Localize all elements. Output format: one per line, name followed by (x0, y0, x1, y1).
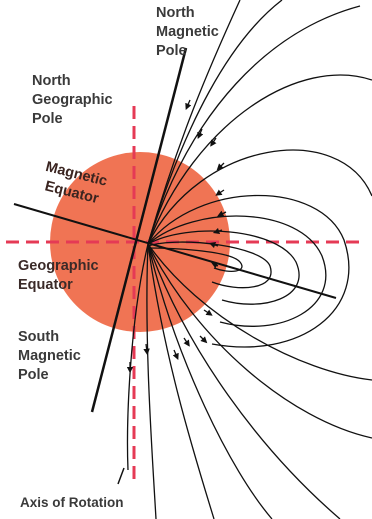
label-line: South (18, 329, 60, 345)
field-line (147, 149, 372, 245)
field-line (147, 194, 350, 348)
field-arrow (197, 128, 204, 139)
label-line: North (156, 5, 195, 21)
field-line (147, 243, 273, 519)
field-line (147, 247, 243, 273)
label-line: Pole (32, 111, 63, 127)
axis-label-pointer (117, 467, 125, 485)
field-arrow (217, 210, 227, 217)
field-line (147, 243, 215, 519)
field-line (147, 0, 241, 245)
field-line (147, 5, 361, 245)
field-arrow (208, 241, 219, 249)
magnetic-axis (90, 47, 188, 413)
field-arrow (143, 343, 150, 356)
field-line (146, 243, 157, 519)
field-arrow (216, 162, 225, 171)
label-line: Magnetic (156, 24, 219, 40)
field-line (147, 0, 283, 245)
label-line: Geographic (32, 92, 113, 108)
field-line (147, 241, 272, 289)
geographic-equator-label: Geographic Equator (18, 257, 99, 295)
field-line (147, 215, 327, 327)
magnetic-equator-line (13, 203, 337, 299)
field-arrow (199, 335, 208, 344)
field-arrow (212, 227, 223, 235)
field-arrow (210, 137, 217, 147)
field-line (147, 230, 300, 305)
south-magnetic-pole-label: South Magnetic Pole (18, 328, 81, 385)
field-arrow (172, 349, 179, 360)
label-line: Pole (18, 367, 49, 383)
north-magnetic-pole-label: North Magnetic Pole (156, 4, 219, 61)
field-arrow (185, 99, 192, 110)
axis-of-rotation-label: Axis of Rotation (20, 495, 124, 510)
field-arrow (211, 262, 219, 269)
label-line: Geographic (18, 258, 99, 274)
north-geographic-pole-label: North Geographic Pole (32, 72, 113, 129)
field-line (147, 243, 372, 439)
field-line (147, 243, 341, 519)
field-arrow (183, 337, 190, 347)
label-line: North (32, 73, 71, 89)
field-arrow (203, 309, 213, 316)
field-arrow (215, 189, 225, 196)
label-line: Pole (156, 43, 187, 59)
field-line (147, 74, 372, 245)
label-line: Magnetic (18, 348, 81, 364)
field-line (147, 243, 372, 381)
label-line: Equator (18, 277, 73, 293)
